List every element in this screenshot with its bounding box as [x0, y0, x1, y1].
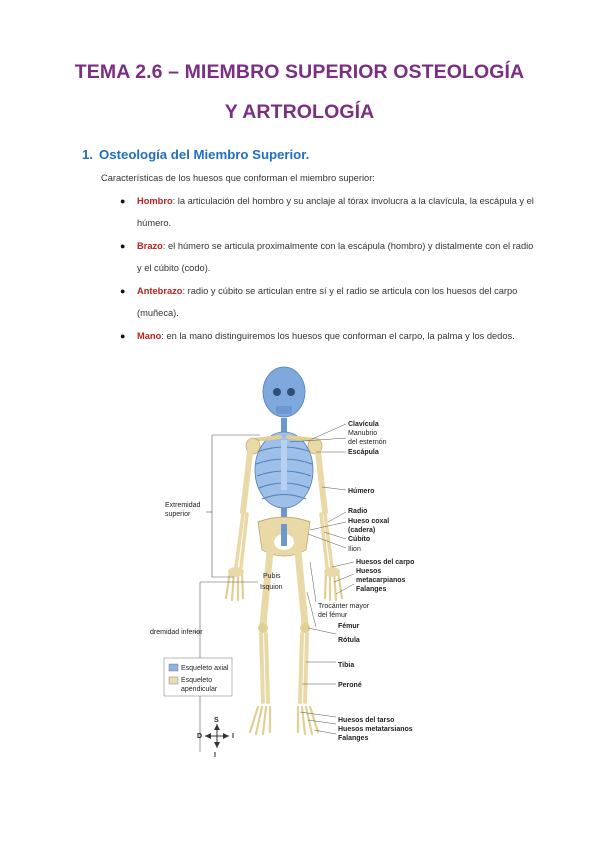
label-isquion: Isquion [260, 584, 283, 591]
label-huesos: Huesos [356, 568, 381, 575]
intro-paragraph: Características de los huesos que confor… [101, 173, 375, 183]
label-extremidad-inferior: dremidad inferior [150, 629, 203, 636]
list-item-term: Hombro [137, 196, 173, 206]
list-item-term: Brazo [137, 241, 163, 251]
legend-apendicular-label-2: apendicular [181, 686, 218, 693]
label-del-esternon: del esternón [348, 439, 387, 446]
compass-icon: S D I I [197, 717, 234, 759]
skeleton-illustration [224, 366, 344, 736]
right-labels: Clavícula Manubrio del esternón Escápula… [318, 421, 414, 742]
label-humero: Húmero [348, 488, 374, 495]
label-escapula: Escápula [348, 449, 379, 456]
label-huesos-tarso: Huesos del tarso [338, 717, 394, 724]
bullet-icon: ● [120, 196, 126, 206]
label-perone: Peroné [338, 682, 362, 689]
compass-d: D [197, 733, 202, 740]
label-femur: Fémur [338, 623, 360, 630]
label-falanges-mano: Falanges [356, 586, 386, 593]
label-tibia: Tibia [338, 662, 354, 669]
label-falanges-pie: Falanges [338, 735, 368, 742]
label-trocanter-mayor: Trocánter mayor [318, 603, 370, 610]
list-item-text: : el húmero se articula proximalmente co… [137, 241, 534, 273]
list-item: ● Mano: en la mano distinguiremos los hue… [117, 326, 537, 348]
label-cadera: (cadera) [348, 527, 375, 534]
list-item-text: : la articulación del hombro y su anclaj… [137, 196, 534, 228]
list-item-term: Mano [137, 331, 162, 341]
compass-s: S [214, 717, 219, 724]
list-item: ● Antebrazo: radio y cúbito se articulan … [117, 281, 537, 324]
bullet-icon: ● [120, 286, 126, 296]
label-del-femur: del fémur [318, 612, 348, 619]
legend-swatch-apendicular [168, 676, 179, 685]
list-item: ● Hombro: la articulación del hombro y su… [117, 191, 537, 234]
label-extremidad-superior-2: superior [165, 511, 191, 518]
label-extremidad-superior-1: Extremidad [165, 502, 201, 509]
list-item: ● Brazo: el húmero se articula proximalme… [117, 236, 537, 279]
label-huesos-carpo: Huesos del carpo [356, 559, 414, 566]
compass-i-right: I [232, 733, 234, 740]
legend-apendicular-label-1: Esqueleto [181, 677, 212, 684]
skeleton-figure: Extremidad superior dremidad inferior Pu… [150, 366, 414, 759]
bullet-icon: ● [120, 241, 126, 251]
label-metacarpianos: metacarpianos [356, 577, 406, 584]
label-ilion: Ilion [348, 546, 361, 553]
figure-legend: Esqueleto axial Esqueleto apendicular [163, 657, 233, 697]
bullet-icon: ● [120, 331, 126, 341]
legend-swatch-axial [168, 663, 179, 672]
label-pubis: Pubis [263, 573, 281, 580]
label-hueso-coxal: Hueso coxal [348, 518, 389, 525]
bone-list: ● Hombro: la articulación del hombro y su… [117, 191, 537, 350]
section-number: 1. [82, 147, 93, 162]
list-item-text: : en la mano distinguiremos los huesos q… [161, 331, 515, 341]
label-rotula: Rótula [338, 637, 360, 644]
label-huesos-metatarsianos: Huesos metatarsianos [338, 726, 413, 733]
list-item-text: : radio y cúbito se articulan entre sí y… [137, 286, 518, 318]
label-cubito: Cúbito [348, 536, 370, 543]
list-item-term: Antebrazo [137, 286, 183, 296]
label-clavicula: Clavícula [348, 421, 379, 428]
legend-axial-label: Esqueleto axial [181, 665, 229, 672]
page-title-line-1: TEMA 2.6 – MIEMBRO SUPERIOR OSTEOLOGÍA [74, 61, 525, 83]
section-heading-text: Osteología del Miembro Superior. [99, 147, 310, 162]
page-title-line-2: Y ARTROLOGÍA [224, 101, 375, 123]
label-manubrio: Manubrio [348, 430, 377, 437]
compass-i-bottom: I [214, 752, 216, 759]
right-leader-lines [289, 423, 355, 735]
section-heading: 1. Osteología del Miembro Superior. [82, 147, 309, 162]
label-radio: Radio [348, 508, 367, 515]
